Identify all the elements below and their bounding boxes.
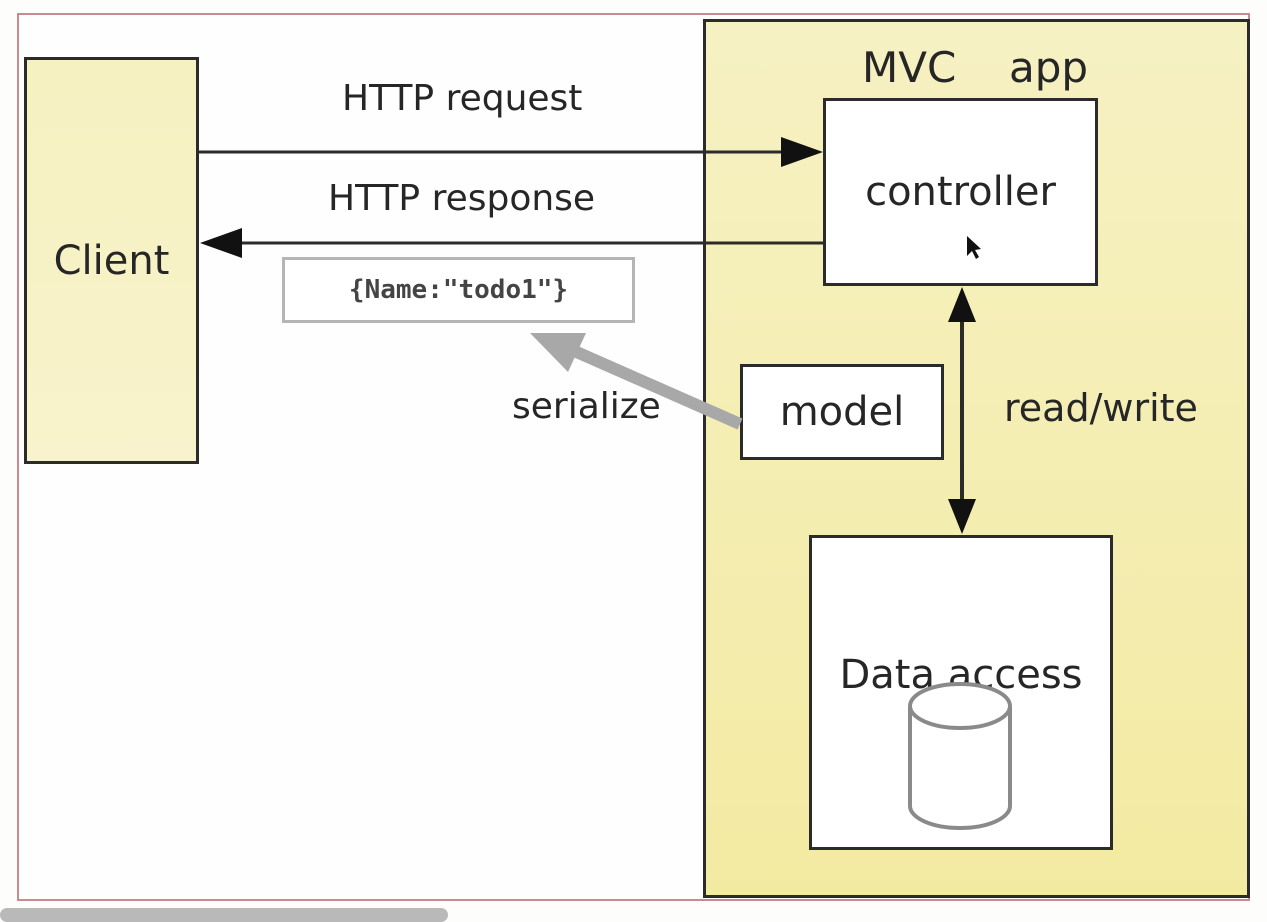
model-box: model bbox=[740, 364, 944, 460]
cursor-icon bbox=[967, 236, 981, 259]
http-response-arrow bbox=[200, 228, 823, 258]
mvc-title: MVC bbox=[862, 43, 957, 92]
model-label: model bbox=[779, 389, 905, 435]
client-box: Client bbox=[24, 57, 199, 464]
controller-label: controller bbox=[865, 169, 1056, 215]
client-label: Client bbox=[53, 237, 170, 284]
serialize-label: serialize bbox=[512, 386, 661, 427]
http-response-label: HTTP response bbox=[328, 178, 596, 219]
read-write-label: read/write bbox=[1004, 386, 1198, 430]
app-title: app bbox=[1009, 43, 1089, 92]
read-write-arrow bbox=[948, 287, 976, 534]
json-sample-box: {Name:"todo1"} bbox=[282, 257, 635, 323]
database-icon bbox=[908, 682, 1012, 830]
http-request-arrow bbox=[199, 137, 823, 167]
json-sample-text: {Name:"todo1"} bbox=[348, 275, 569, 305]
serialize-arrow bbox=[530, 333, 743, 430]
overlay-scroll-bar bbox=[0, 908, 448, 922]
controller-box: controller bbox=[823, 98, 1098, 286]
http-request-label: HTTP request bbox=[342, 78, 583, 119]
